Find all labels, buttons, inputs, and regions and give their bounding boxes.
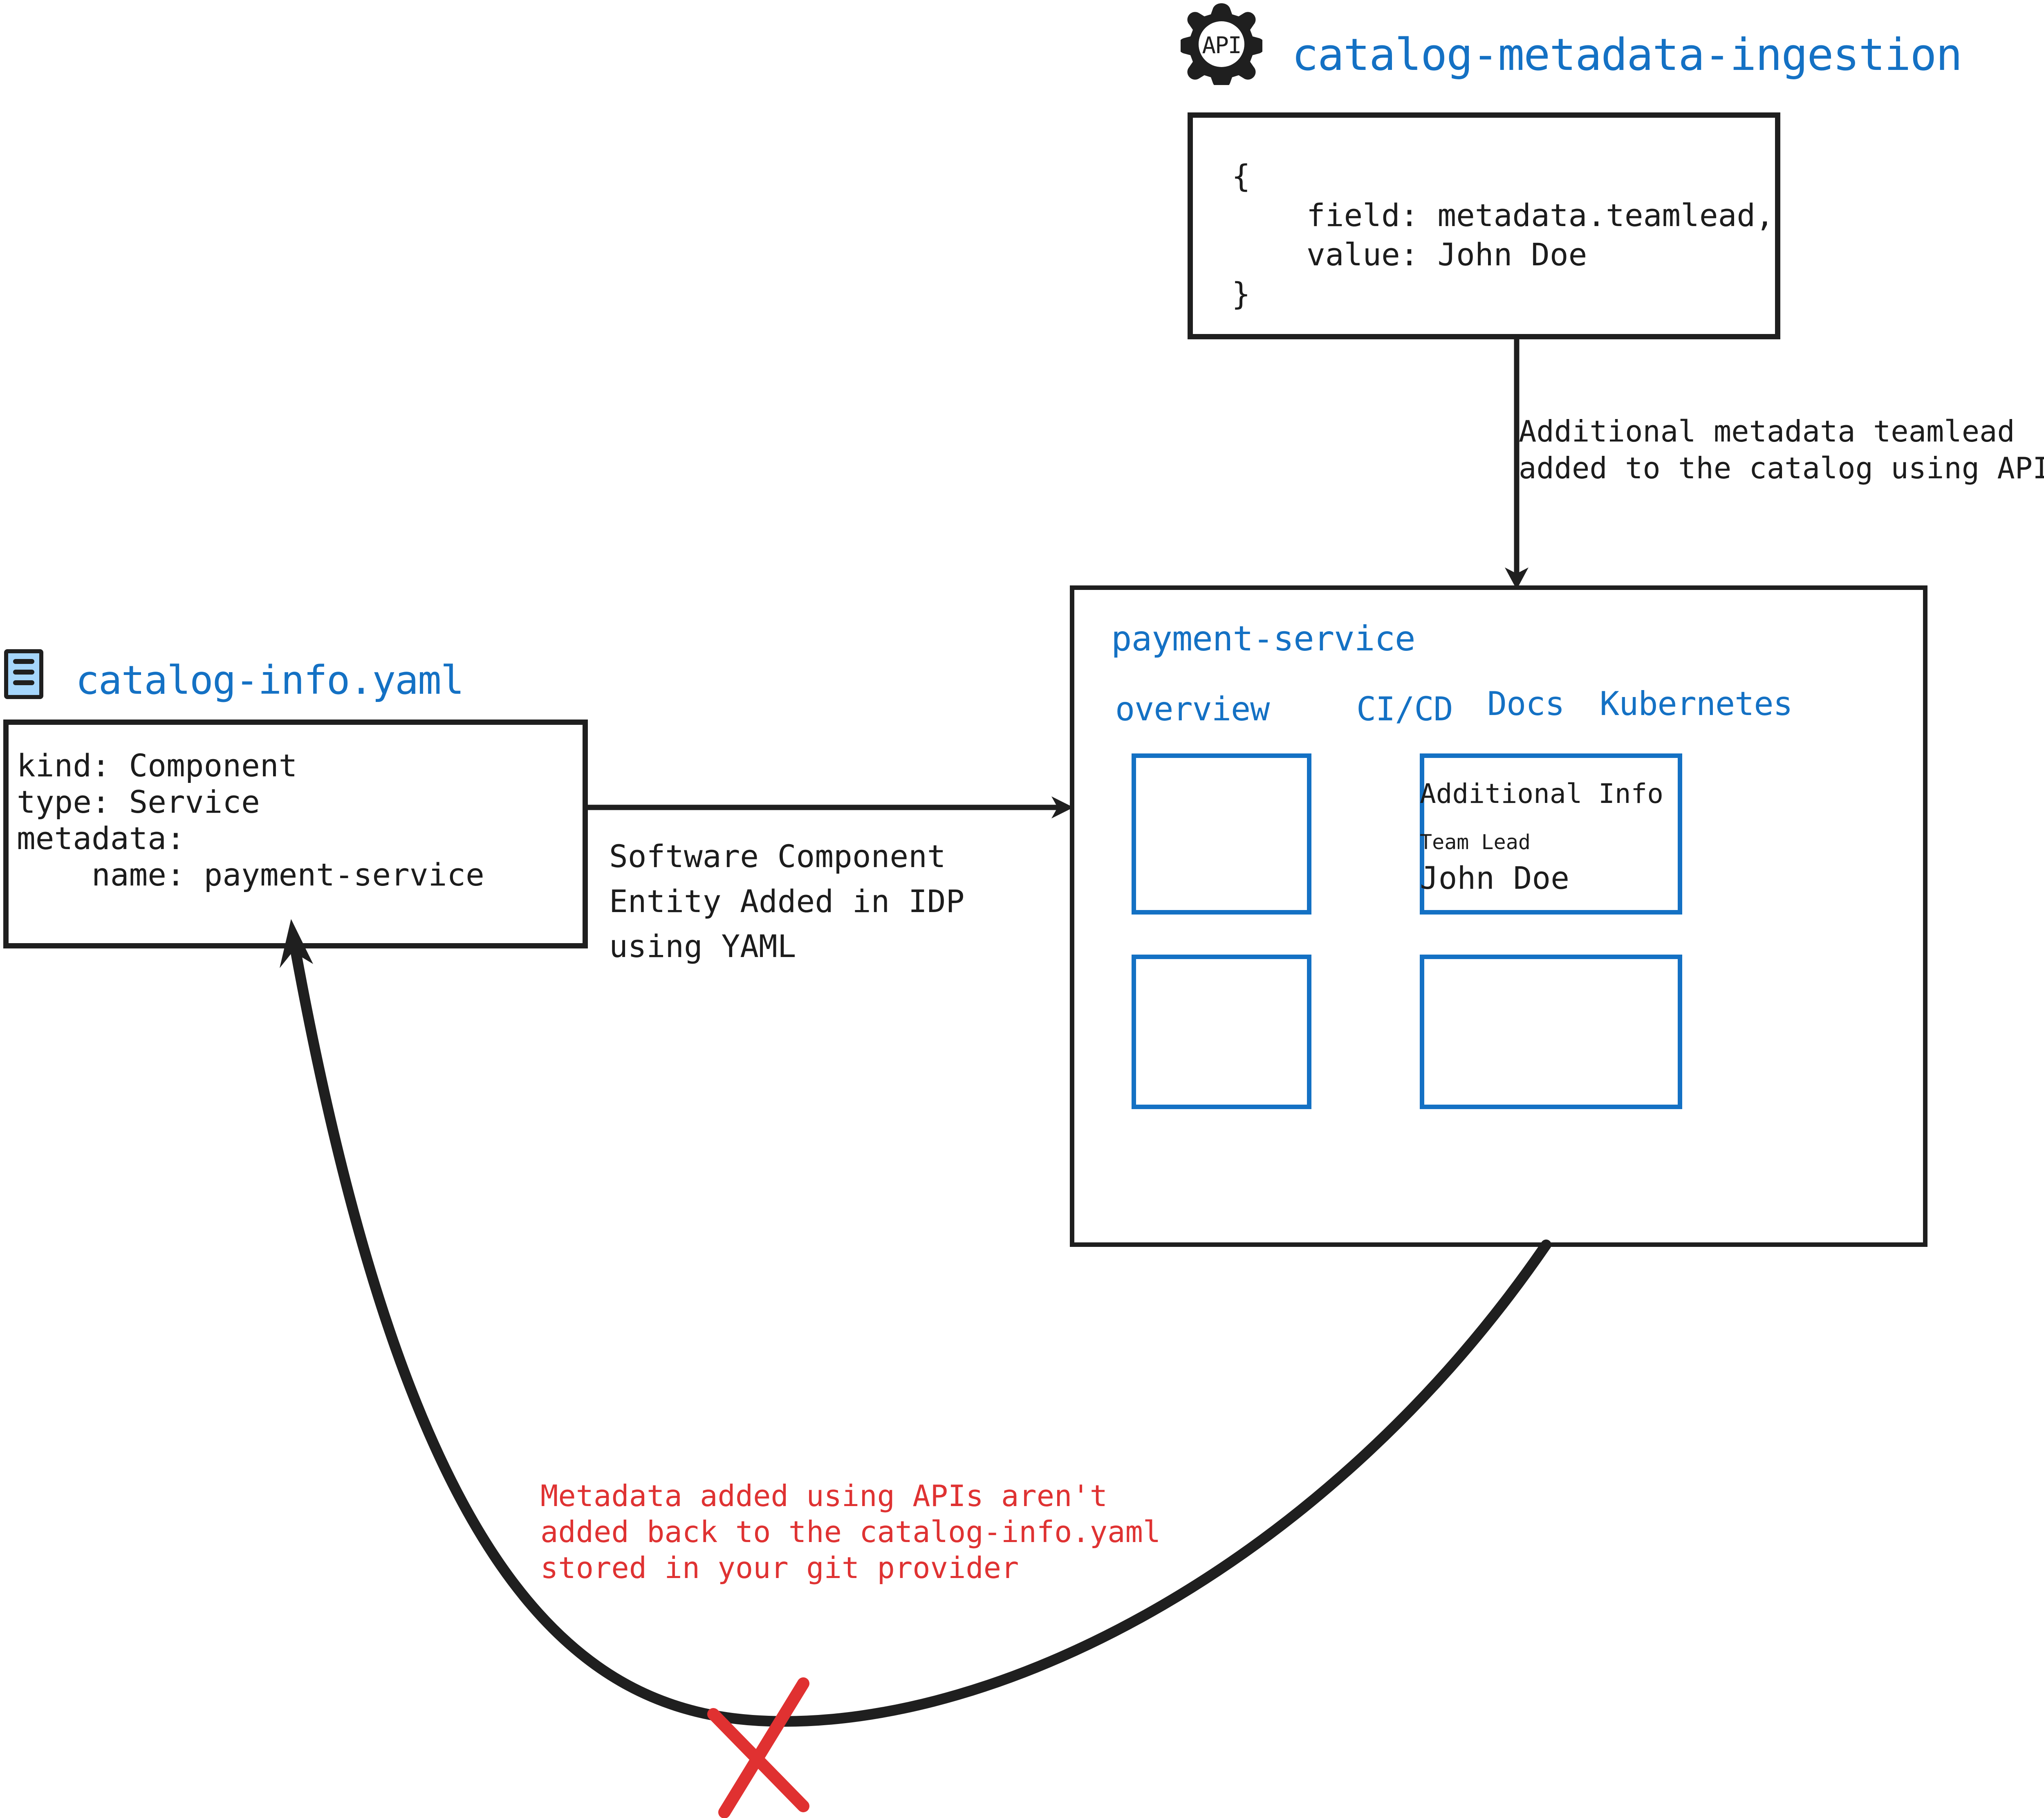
team-lead-value: John Doe [1420,860,1570,896]
tab-kubernetes[interactable]: Kubernetes [1600,685,1793,723]
tab-overview[interactable]: overview [1115,690,1270,728]
additional-info-heading: Additional Info [1420,778,1664,809]
api-gear-icon: API [1178,3,1265,88]
panel-card-bottom-left [1132,955,1311,1109]
team-lead-label: Team Lead [1420,830,1531,854]
api-payload-box: { field: metadata.teamlead, value: John … [1188,112,1780,339]
yaml-source-code: kind: Component type: Service metadata: … [17,747,484,893]
yaml-source-title: catalog-info.yaml [76,657,464,703]
api-source-title: catalog-metadata-ingestion [1292,29,1963,81]
svg-text:API: API [1202,32,1241,59]
tab-docs[interactable]: Docs [1487,685,1565,723]
payment-service-panel: payment-service overview CI/CD Docs Kube… [1070,585,1927,1247]
red-x-mark [707,1677,809,1818]
yaml-file-icon [4,649,43,699]
edge-api-to-panel [1464,339,1570,593]
edge-panel-to-yaml-label: Metadata added using APIs aren't added b… [540,1479,1161,1585]
panel-card-bottom-right [1420,955,1682,1109]
tab-ci-cd[interactable]: CI/CD [1356,690,1453,728]
panel-title: payment-service [1111,619,1416,659]
panel-card-top-left [1132,753,1311,915]
yaml-source-box: kind: Component type: Service metadata: … [3,720,588,948]
panel-card-additional-info [1420,753,1682,915]
edge-yaml-to-panel-label: Software Component Entity Added in IDP u… [609,838,965,964]
edge-api-to-panel-label: Additional metadata teamlead added to th… [1519,414,2044,485]
edge-yaml-to-panel [585,789,1079,859]
api-payload-code: { field: metadata.teamlead, value: John … [1232,158,1774,312]
